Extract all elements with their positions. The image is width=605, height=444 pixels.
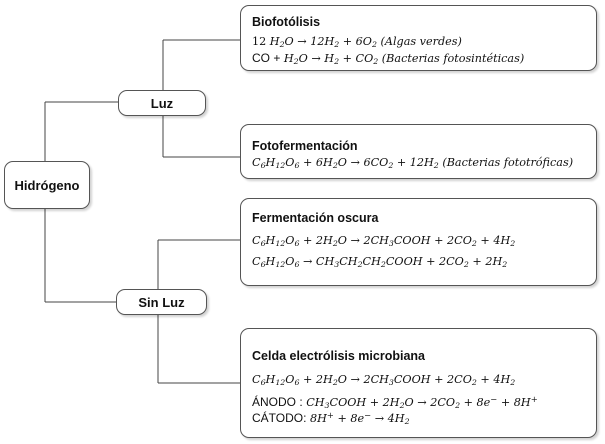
fermentacion-oscura-title: Fermentación oscura <box>252 211 379 225</box>
anode-label: ÁNODO : <box>252 395 303 409</box>
celda-electrolisis-box: Celda electrólisis microbiana C6H12O6 + … <box>240 328 597 438</box>
hidrogeno-label: Hidrógeno <box>14 177 80 193</box>
cathode-label: CÁTODO: <box>252 411 307 425</box>
celda-anode-equation: ÁNODO : CH3COOH + 2H2O → 2CO2 + 8e− + 8H… <box>252 394 538 410</box>
sin-luz-node: Sin Luz <box>116 289 207 315</box>
biofotolisis-equation-2: CO + H2O → H2 + CO2 (Bacterias fotosinté… <box>252 51 525 66</box>
biofotolisis-equation-1: 12 H2O → 12H2 + 6O2 (Algas verdes) <box>252 35 462 49</box>
celda-electrolisis-title: Celda electrólisis microbiana <box>252 349 425 363</box>
fermentacion-oscura-equation-1: C6H12O6 + 2H2O → 2CH3COOH + 2CO2 + 4H2 <box>252 234 516 248</box>
luz-label: Luz <box>150 95 174 111</box>
celda-cathode-equation: CÁTODO: 8H+ + 8e− → 4H2 <box>252 410 410 426</box>
fotofermentacion-box: Fotofermentación C6H12O6 + 6H2O → 6CO2 +… <box>240 124 597 179</box>
biofotolisis-organism-2: Bacterias fotosintéticas <box>386 52 520 65</box>
fotofermentacion-title: Fotofermentación <box>252 139 358 153</box>
biofotolisis-organism-1: Algas verdes <box>384 35 458 48</box>
fermentacion-oscura-equation-2: C6H12O6 → CH3CH2CH2COOH + 2CO2 + 2H2 <box>252 255 508 269</box>
biofotolisis-title: Biofotólisis <box>252 15 321 29</box>
hidrogeno-node: Hidrógeno <box>4 161 90 209</box>
sin-luz-label: Sin Luz <box>138 294 185 310</box>
fotofermentacion-equation: C6H12O6 + 6H2O → 6CO2 + 12H2 (Bacterias … <box>252 156 574 170</box>
celda-equation-1: C6H12O6 + 2H2O → 2CH3COOH + 2CO2 + 4H2 <box>252 373 516 387</box>
biofotolisis-box: Biofotólisis 12 H2O → 12H2 + 6O2 (Algas … <box>240 5 597 71</box>
fermentacion-oscura-box: Fermentación oscura C6H12O6 + 2H2O → 2CH… <box>240 198 597 286</box>
fotofermentacion-organism: Bacterias fototróficas <box>446 156 569 169</box>
luz-node: Luz <box>118 90 206 116</box>
